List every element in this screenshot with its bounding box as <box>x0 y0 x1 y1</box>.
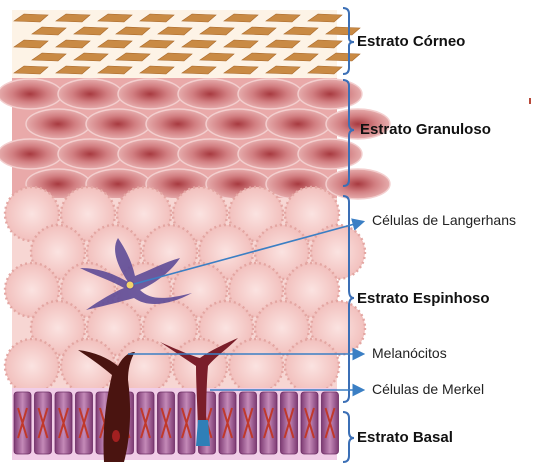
granulosum-cell <box>118 139 182 169</box>
granulosum-cell <box>178 79 242 109</box>
label-celulas-langerhans: Células de Langerhans <box>372 212 516 228</box>
spinosum-cell <box>285 339 339 393</box>
granulosum-cell <box>326 169 390 199</box>
label-estrato-basal: Estrato Basal <box>357 429 453 446</box>
granulosum-cell <box>86 109 150 139</box>
stratum-basale <box>12 388 339 460</box>
spinosum-cell <box>5 339 59 393</box>
granulosum-cell <box>238 139 302 169</box>
granulosum-cell <box>26 109 90 139</box>
label-estrato-espinhoso: Estrato Espinhoso <box>357 290 490 307</box>
granulosum-cell <box>178 139 242 169</box>
label-celulas-merkel: Células de Merkel <box>372 381 484 397</box>
label-estrato-corneo: Estrato Córneo <box>357 33 465 50</box>
stratum-corneum <box>12 10 360 80</box>
label-melanocitos: Melanócitos <box>372 345 447 361</box>
granulosum-cell <box>0 79 62 109</box>
granulosum-cell <box>118 79 182 109</box>
granulosum-cell <box>58 79 122 109</box>
spinosum-cell <box>229 339 283 393</box>
stray-mark <box>529 98 531 104</box>
granulosum-cell <box>266 109 330 139</box>
granulosum-cell <box>298 79 362 109</box>
stratum-granulosum <box>0 78 390 200</box>
granulosum-cell <box>0 139 62 169</box>
bracket-corneo <box>343 8 354 74</box>
stratum-spinosum <box>5 187 365 393</box>
label-estrato-granuloso: Estrato Granuloso <box>360 121 491 138</box>
granulosum-cell <box>146 109 210 139</box>
granulosum-cell <box>58 139 122 169</box>
granulosum-cell <box>238 79 302 109</box>
granulosum-cell <box>298 139 362 169</box>
granulosum-cell <box>206 109 270 139</box>
bracket-basal <box>343 412 354 462</box>
